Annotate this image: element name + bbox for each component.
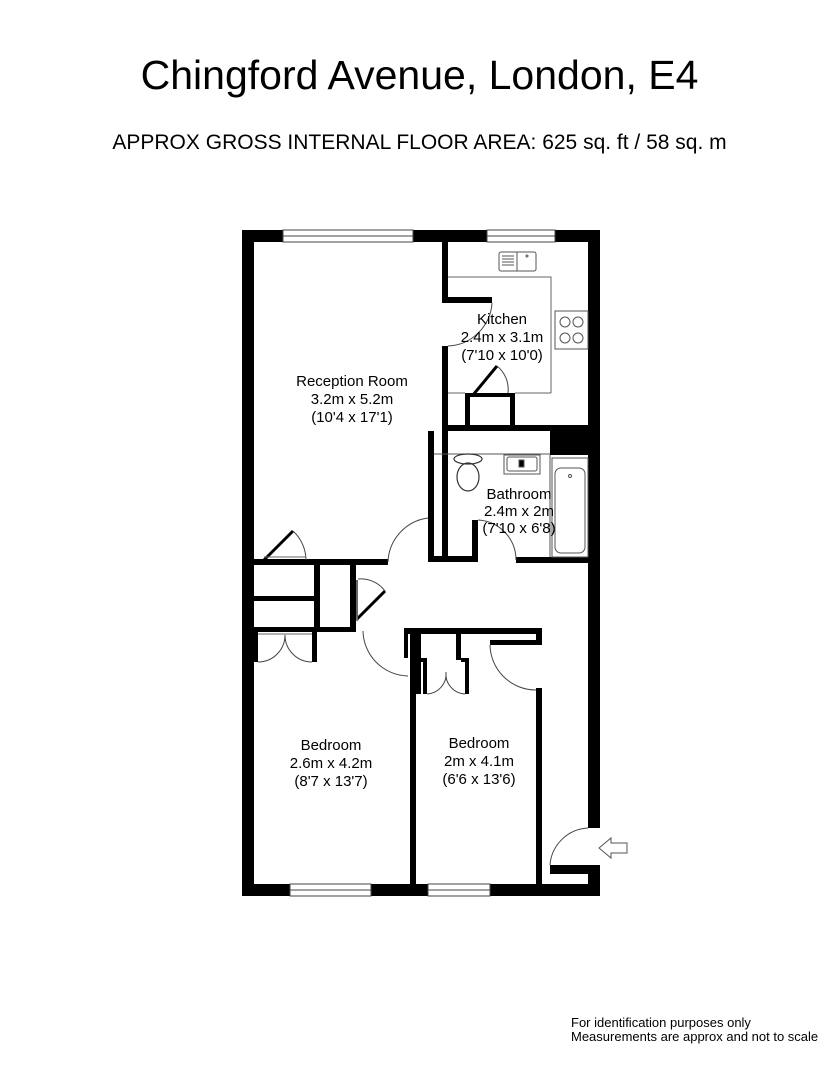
- room-kitchen: Kitchen 2.4m x 3.1m (7'10 x 10'0): [461, 311, 544, 364]
- room-metric: 2m x 4.1m: [444, 753, 514, 770]
- room-imperial: (7'10 x 6'8): [482, 520, 555, 537]
- room-metric: 3.2m x 5.2m: [311, 391, 394, 408]
- kitchen-worktop: [448, 276, 552, 394]
- disclaimer-line-2: Measurements are approx and not to scale: [571, 1029, 819, 1044]
- room-bedroom-1: Bedroom 2.6m x 4.2m (8'7 x 13'7): [290, 737, 373, 790]
- basin-icon: [503, 454, 541, 475]
- floor-area: APPROX GROSS INTERNAL FLOOR AREA: 625 sq…: [112, 131, 727, 154]
- bath-icon: [551, 457, 589, 558]
- room-name: Bedroom: [449, 735, 510, 752]
- room-name: Bedroom: [301, 737, 362, 754]
- room-name: Bathroom: [486, 486, 551, 503]
- disclaimer: For identification purposes only Measure…: [571, 1016, 818, 1044]
- hob-icon: [554, 310, 589, 350]
- bathroom-fixtures: [434, 453, 551, 557]
- room-metric: 2.4m x 3.1m: [461, 329, 544, 346]
- disclaimer-line-1: For identification purposes only: [571, 1015, 751, 1030]
- windows: [282, 229, 556, 897]
- room-name: Reception Room: [296, 373, 408, 390]
- entrance-arrow-icon: [598, 836, 628, 860]
- doors: [257, 302, 589, 866]
- room-reception: Reception Room 3.2m x 5.2m (10'4 x 17'1): [296, 373, 408, 426]
- room-bedroom-2: Bedroom 2m x 4.1m (6'6 x 13'6): [442, 735, 515, 788]
- room-imperial: (8'7 x 13'7): [294, 773, 367, 790]
- toilet-icon: [453, 453, 483, 492]
- room-bathroom: Bathroom 2.4m x 2m (7'10 x 6'8): [482, 486, 555, 537]
- room-metric: 2.6m x 4.2m: [290, 755, 373, 772]
- kitchen-sink-icon: [498, 251, 537, 272]
- room-imperial: (7'10 x 10'0): [461, 347, 543, 364]
- page-title: Chingford Avenue, London, E4: [140, 52, 699, 98]
- room-imperial: (10'4 x 17'1): [311, 409, 393, 426]
- room-metric: 2.4m x 2m: [484, 503, 554, 520]
- room-name: Kitchen: [477, 311, 527, 328]
- room-imperial: (6'6 x 13'6): [442, 771, 515, 788]
